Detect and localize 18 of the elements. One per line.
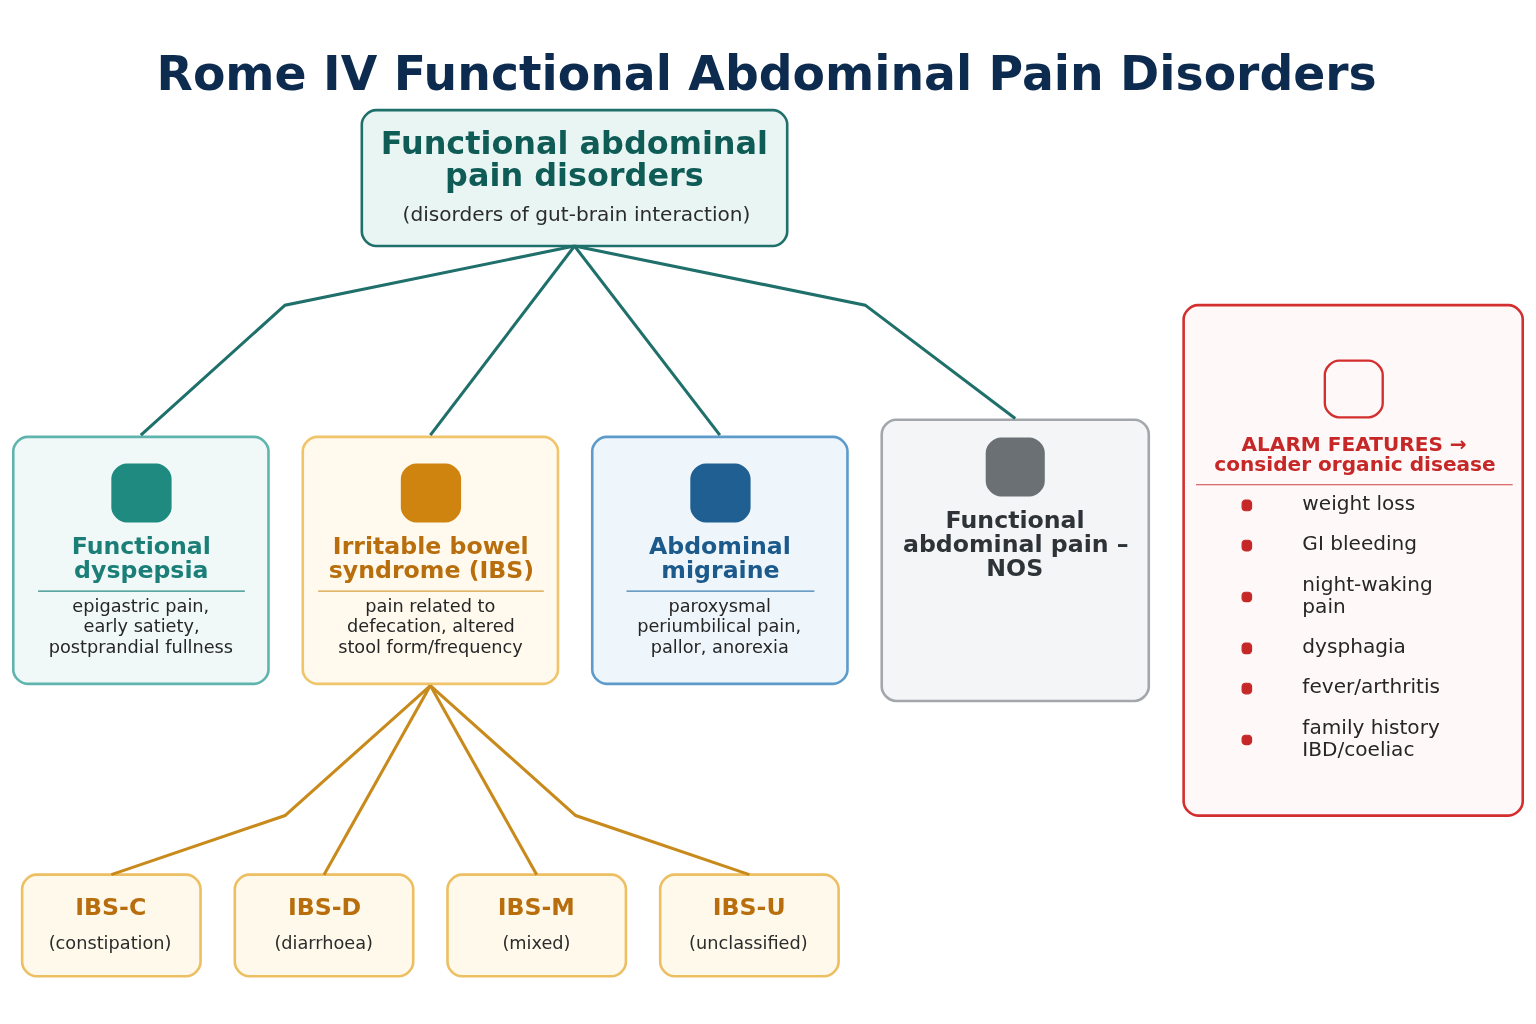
connector bbox=[110, 683, 432, 876]
connector bbox=[429, 684, 539, 875]
connector bbox=[322, 684, 432, 875]
node-box: Abdominal migraine paroxysmal periumbilical pain, pallor, anorexia bbox=[590, 435, 849, 685]
node-box: Functional abdominal pain – NOS bbox=[880, 417, 1151, 702]
node-box: Functional abdominal pain disorders (disorders of gut-brain interaction) bbox=[360, 108, 789, 247]
connector bbox=[429, 683, 750, 876]
node-box: Irritable bowel syndrome (IBS) pain related to defecation, altered stool form/frequency bbox=[301, 435, 560, 685]
node-box: IBS-U (unclassified) bbox=[658, 872, 840, 978]
node-box: ALARM FEATURES → consider organic disease weight loss GI bleeding night-waking pain dysphagia fever/arthritis family history IBD/coeliac bbox=[1182, 303, 1525, 817]
node-box: IBS-M (mixed) bbox=[446, 872, 628, 978]
connector bbox=[429, 244, 576, 436]
connector bbox=[139, 244, 575, 436]
connector bbox=[574, 244, 1017, 420]
node-box: Functional dyspepsia epigastric pain, early satiety, postprandial fullness bbox=[11, 435, 270, 685]
diagram-title: Rome IV Functional Abdominal Pain Disorders bbox=[156, 45, 1377, 101]
node-box: IBS-D (diarrhoea) bbox=[233, 872, 415, 978]
node-box: IBS-C (constipation) bbox=[20, 872, 202, 978]
